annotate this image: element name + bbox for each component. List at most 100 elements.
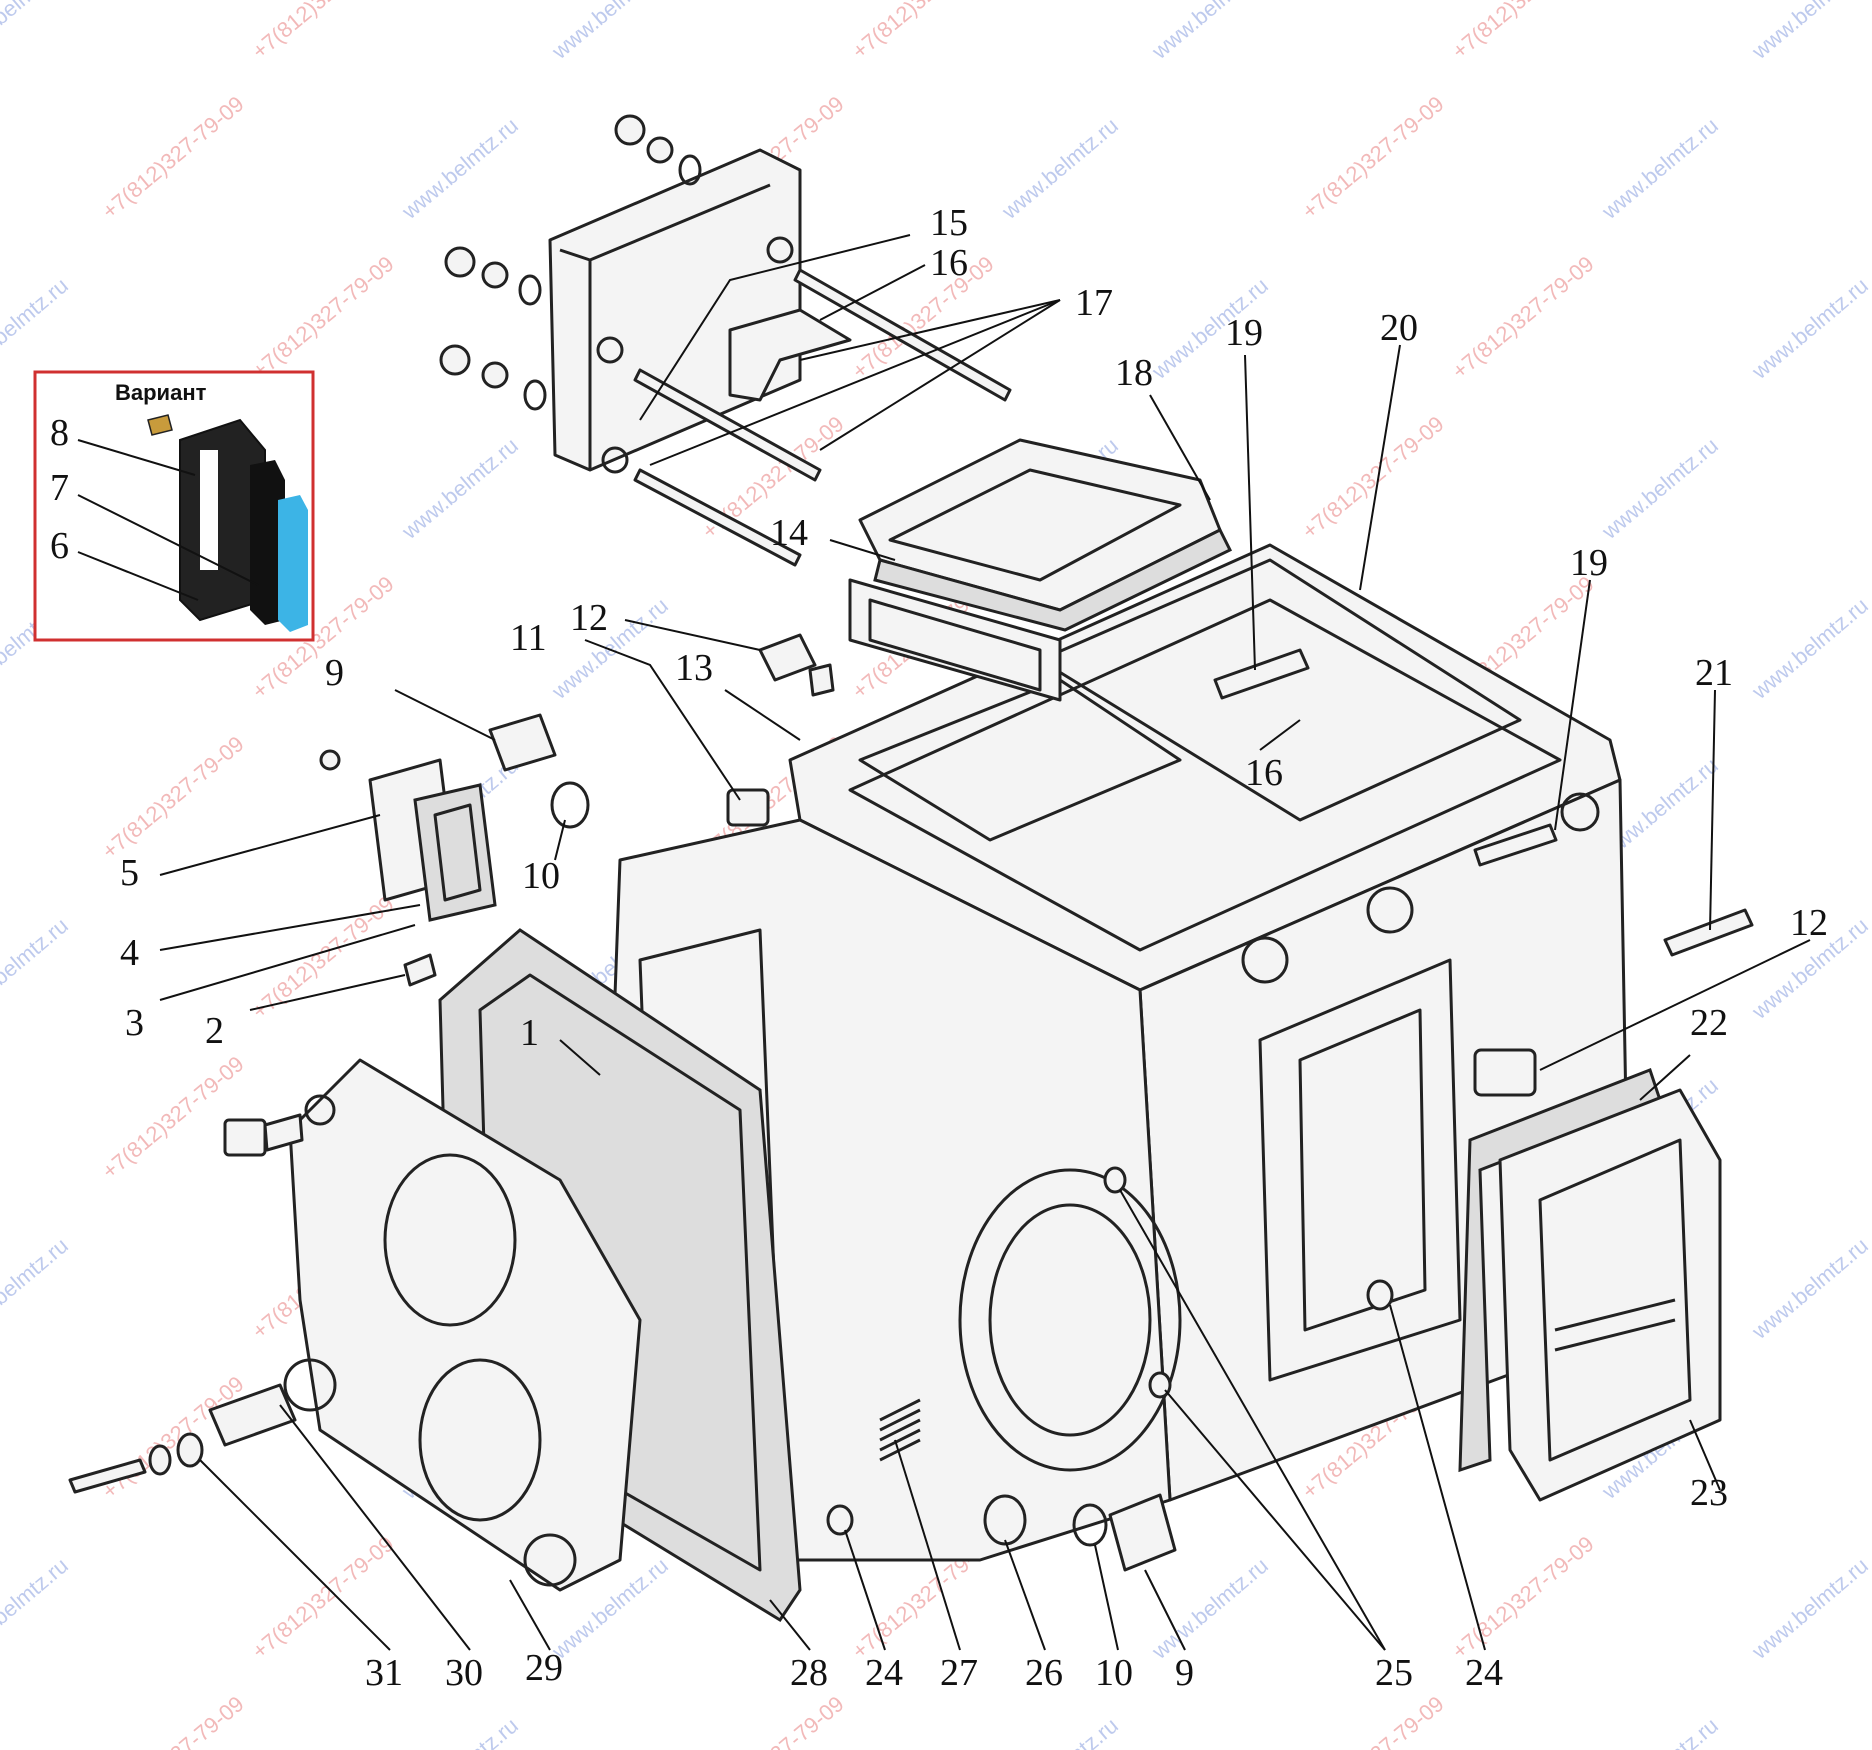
callout-9: 9 xyxy=(325,652,344,694)
watermark-text: +7(812)327-79-09 xyxy=(1447,251,1598,384)
front-cover-plate xyxy=(283,1058,642,1592)
watermark-text: +7(812)327-79-09 xyxy=(1297,411,1448,544)
small-flange-assembly xyxy=(319,749,497,987)
spring-27 xyxy=(879,1398,921,1462)
pin-24-right xyxy=(1366,1279,1394,1311)
cap-11 xyxy=(726,788,770,827)
watermark-text: www.belmtz.ru xyxy=(1746,1553,1872,1665)
top-cover xyxy=(848,438,1233,702)
bolt-19-left xyxy=(1213,648,1310,700)
nuts-upper-left xyxy=(439,114,702,411)
plug-9-upper xyxy=(488,713,557,772)
callout-16: 16 xyxy=(930,242,968,284)
watermark-text: www.belmtz.ru xyxy=(396,1713,522,1750)
variant-inset: Вариант 8 7 6 xyxy=(33,370,315,642)
watermark-text: +7(812)327-79-09 xyxy=(247,0,398,64)
watermark-text: www.belmtz.ru xyxy=(1746,0,1872,64)
callout-24-left: 24 xyxy=(865,1652,903,1694)
pin-21 xyxy=(1663,908,1754,957)
bolt-upper-left xyxy=(223,1094,336,1157)
bolt-12-left xyxy=(758,633,817,682)
callout-2: 2 xyxy=(205,1010,224,1052)
callout-21: 21 xyxy=(1695,652,1733,694)
callout-27: 27 xyxy=(940,1652,978,1694)
watermark-text: +7(812)327-79-09 xyxy=(247,251,398,384)
callout-13: 13 xyxy=(675,647,713,689)
callout-30: 30 xyxy=(445,1652,483,1694)
pin-24-left xyxy=(826,1504,854,1536)
callout-19-right: 19 xyxy=(1570,542,1608,584)
callout-14: 14 xyxy=(770,512,808,554)
variant-callout-6: 6 xyxy=(50,525,69,567)
callouts: 1 2 3 4 5 9 10 11 12 13 14 15 16 17 18 1… xyxy=(120,202,1828,1694)
callout-9-lower: 9 xyxy=(1175,1652,1194,1694)
watermark-text: www.belmtz.ru xyxy=(0,0,73,64)
callout-20: 20 xyxy=(1380,307,1418,349)
callout-10: 10 xyxy=(522,855,560,897)
bolt-19-right xyxy=(1473,823,1558,867)
watermark-text: www.belmtz.ru xyxy=(396,433,522,545)
watermark-text: +7(812)327-79-09 xyxy=(1447,0,1598,64)
watermark-text: www.belmtz.ru xyxy=(1596,113,1722,225)
side-cover xyxy=(1498,1088,1722,1502)
callout-16-housing: 16 xyxy=(1245,752,1283,794)
side-gasket xyxy=(1458,1068,1662,1473)
callout-10-lower: 10 xyxy=(1095,1652,1133,1694)
callout-5: 5 xyxy=(120,852,139,894)
callout-26: 26 xyxy=(1025,1652,1063,1694)
watermark-text: www.belmtz.ru xyxy=(996,113,1122,225)
callout-3: 3 xyxy=(125,1002,144,1044)
callout-18: 18 xyxy=(1115,352,1153,394)
watermark-text: www.belmtz.ru xyxy=(1746,593,1872,705)
watermark-text: www.belmtz.ru xyxy=(0,1233,73,1345)
bolt-31 xyxy=(68,1383,297,1494)
watermark-text: +7(812)327-79-09 xyxy=(847,0,998,64)
variant-highlight-part xyxy=(278,495,308,632)
leader-lines xyxy=(159,234,1811,1651)
watermark-text: +7(812)327-79-09 xyxy=(247,1531,398,1664)
callout-12-right: 12 xyxy=(1790,902,1828,944)
washer-10-upper xyxy=(550,781,590,829)
callout-25: 25 xyxy=(1375,1652,1413,1694)
callout-12: 12 xyxy=(570,597,608,639)
watermark-text: +7(812)327-79-09 xyxy=(97,91,248,224)
upper-cover xyxy=(548,148,802,474)
watermark-text: www.belmtz.ru xyxy=(0,913,73,1025)
callout-28: 28 xyxy=(790,1652,828,1694)
watermark-text: +7(812)327-79-09 xyxy=(97,731,248,864)
shift-rods xyxy=(633,268,1012,567)
watermark-text: www.belmtz.ru xyxy=(1146,0,1272,64)
washer-10-lower xyxy=(1072,1503,1108,1547)
watermark-text: www.belmtz.ru xyxy=(1596,433,1722,545)
callout-4: 4 xyxy=(120,932,139,974)
callout-31: 31 xyxy=(365,1652,403,1694)
callout-22: 22 xyxy=(1690,1002,1728,1044)
watermark-text: +7(812)327-79-09 xyxy=(247,891,398,1024)
watermark-text: +7(812)327-79-09 xyxy=(1297,1691,1448,1750)
variant-callout-8: 8 xyxy=(50,412,69,454)
watermark-text: www.belmtz.ru xyxy=(1746,1233,1872,1345)
plug-26 xyxy=(983,1494,1027,1546)
watermark-text: +7(812)327-79-09 xyxy=(1297,91,1448,224)
callout-24-right: 24 xyxy=(1465,1652,1503,1694)
callout-15: 15 xyxy=(930,202,968,244)
plug-9-lower xyxy=(1108,1493,1177,1572)
watermark-text: www.belmtz.ru xyxy=(396,113,522,225)
watermark-text: www.belmtz.ru xyxy=(0,1553,73,1665)
watermark-text: www.belmtz.ru xyxy=(0,273,73,385)
watermark-text: +7(812)327-79-09 xyxy=(697,1691,848,1750)
watermark-text: www.belmtz.ru xyxy=(1596,1713,1722,1750)
callout-29: 29 xyxy=(525,1647,563,1689)
callout-23: 23 xyxy=(1690,1472,1728,1514)
watermark-text: +7(812)327-79-09 xyxy=(97,1051,248,1184)
watermark-text: www.belmtz.ru xyxy=(546,0,672,64)
callout-19-upper: 19 xyxy=(1225,312,1263,354)
variant-title: Вариант xyxy=(115,380,207,405)
callout-17: 17 xyxy=(1075,282,1113,324)
watermark-text: www.belmtz.ru xyxy=(996,1713,1122,1750)
watermark-text: +7(812)327-79-09 xyxy=(97,1691,248,1750)
bracket-16 xyxy=(728,308,852,402)
variant-callout-7: 7 xyxy=(50,467,69,509)
callout-1: 1 xyxy=(520,1012,539,1054)
